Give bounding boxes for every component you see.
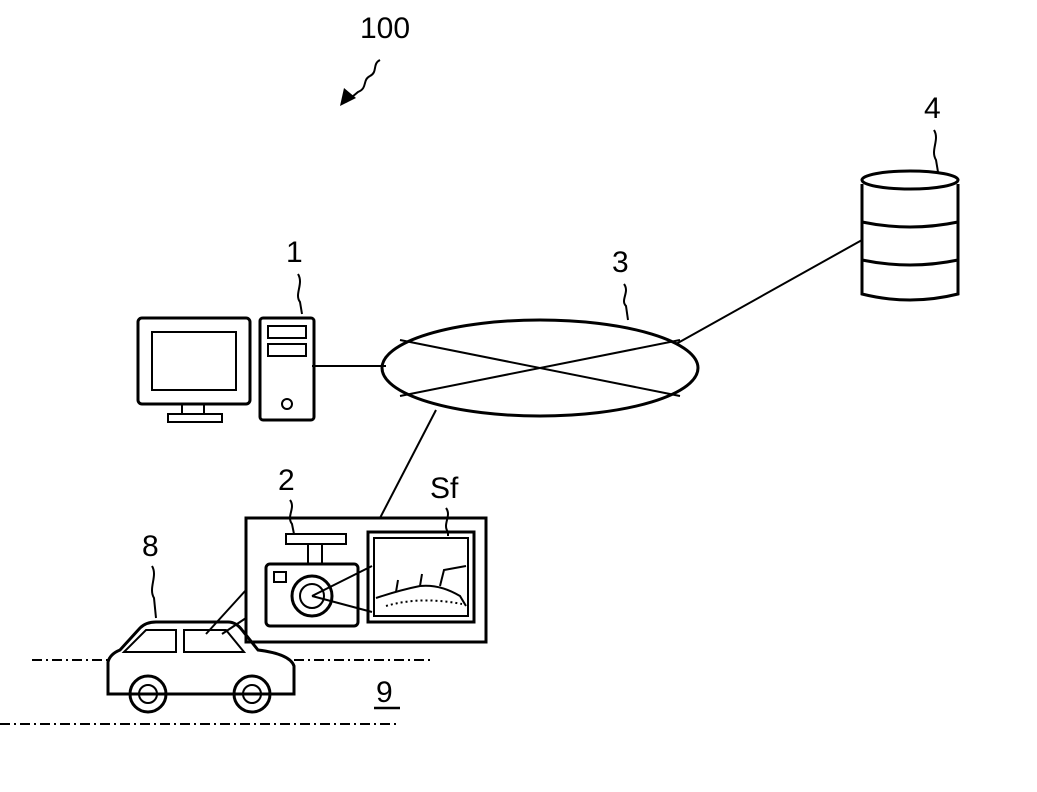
label-network: 3 <box>612 246 629 279</box>
network-leader <box>624 284 628 320</box>
database-leader <box>934 130 938 172</box>
computer-leader <box>298 274 302 314</box>
computer-icon <box>138 318 314 422</box>
link-network-database <box>676 240 862 344</box>
database-icon <box>862 171 958 300</box>
system-arrowhead <box>340 88 356 106</box>
label-vehicle: 8 <box>142 530 159 563</box>
label-computer: 1 <box>286 236 303 269</box>
network-icon <box>382 320 698 416</box>
label-frame: Sf <box>430 472 459 505</box>
link-network-camera <box>380 410 436 518</box>
road <box>0 660 434 724</box>
label-database: 4 <box>924 92 941 125</box>
car-icon <box>108 622 294 712</box>
label-camera: 2 <box>278 464 295 497</box>
label-system: 100 <box>360 12 410 45</box>
frame-image <box>312 532 474 622</box>
label-road: 9 <box>376 676 393 709</box>
vehicle-leader <box>152 566 156 618</box>
